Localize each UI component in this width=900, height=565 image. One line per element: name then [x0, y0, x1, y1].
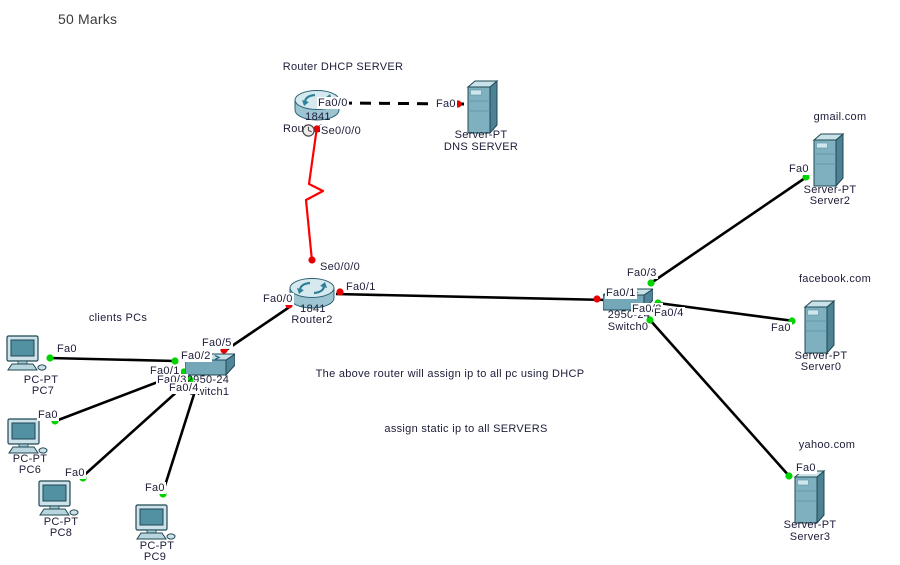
- pc7-name: PC7: [31, 385, 55, 397]
- pc7-port-fa0: Fa0: [56, 343, 78, 355]
- port-status-dot: [593, 295, 601, 303]
- switch0-port-fa0-1: Fa0/1: [605, 287, 637, 299]
- switch0-model: 2950-24: [607, 309, 651, 321]
- pc9-name: PC9: [143, 551, 167, 563]
- server3-port-fa0: Fa0: [795, 462, 817, 474]
- dns-server-port-fa0: Fa0: [435, 98, 457, 110]
- pc8-name: PC8: [49, 527, 73, 539]
- switch1-port-fa0-5: Fa0/5: [201, 337, 233, 349]
- switch1-model: 2950-24: [186, 374, 230, 386]
- server3-type: Server-PT: [783, 519, 837, 531]
- router2-port-fa0-1: Fa0/1: [345, 281, 377, 293]
- server3-name: Server3: [789, 531, 831, 543]
- pc6-port-fa0: Fa0: [37, 409, 59, 421]
- router2-port-fa0-0: Fa0/0: [262, 293, 294, 305]
- port-status-dot: [785, 472, 793, 480]
- cable-switch0-server2[interactable]: [650, 174, 809, 285]
- pc8-port-fa0: Fa0: [64, 467, 86, 479]
- dhcp-note: The above router will assign ip to all p…: [315, 368, 585, 380]
- switch0-port-fa0-3: Fa0/3: [626, 267, 658, 279]
- pc6-name: PC6: [18, 464, 42, 476]
- cable-switch1-pc8[interactable]: [80, 379, 191, 479]
- router2-name: Router2: [291, 314, 333, 326]
- pc8-type: PC-PT: [43, 516, 79, 528]
- port-status-dot: [171, 357, 179, 365]
- pc6-type: PC-PT: [12, 453, 48, 465]
- port-status-dot: [186, 376, 194, 384]
- router1-model: 1841: [305, 111, 331, 123]
- router2-port-se0-0-0: Se0/0/0: [319, 261, 362, 273]
- server0-name: Server0: [800, 361, 842, 373]
- port-status-dot: [336, 288, 344, 296]
- switch1-port-fa0-4: Fa0/4: [168, 382, 200, 394]
- cable-switch1-pc7[interactable]: [48, 356, 176, 363]
- port-status-dot: [802, 173, 810, 181]
- port-status-dot: [46, 354, 54, 362]
- clients-pcs-note: clients PCs: [88, 312, 148, 324]
- server2-caption: gmail.com: [813, 111, 867, 123]
- port-status-dot: [313, 125, 321, 133]
- switch1-port-fa0-2: Fa0/2: [180, 350, 212, 362]
- router1-caption: Router DHCP SERVER: [282, 61, 404, 73]
- cable-switch1-pc9[interactable]: [160, 387, 198, 496]
- port-status-dot: [647, 279, 655, 287]
- cable-router2-switch0[interactable]: [335, 292, 609, 302]
- router1-port-se0-0-0: Se0/0/0: [320, 125, 363, 137]
- server3-caption: yahoo.com: [798, 439, 856, 451]
- clock-icon: [302, 124, 315, 142]
- pc9-port-fa0: Fa0: [144, 482, 166, 494]
- server0-type: Server-PT: [794, 350, 848, 362]
- server2-port-fa0: Fa0: [788, 163, 810, 175]
- dns-server-type: Server-PT: [454, 129, 508, 141]
- port-status-dot: [308, 256, 316, 264]
- server0-port-fa0: Fa0: [770, 322, 792, 334]
- dns-server-name: DNS SERVER: [443, 141, 519, 153]
- marks-text: 50 Marks: [58, 11, 118, 27]
- router1-port-fa0-0: Fa0/0: [317, 97, 349, 109]
- cable-switch0-server0[interactable]: [657, 301, 795, 323]
- cable-serial-router1-router2[interactable]: [304, 126, 325, 262]
- server2-type: Server-PT: [803, 184, 857, 196]
- switch1-name: Switch1: [188, 386, 230, 398]
- pc9-type: PC-PT: [139, 540, 175, 552]
- pc7-type: PC-PT: [23, 374, 59, 386]
- switch0-port-fa0-4: Fa0/4: [653, 307, 685, 319]
- server2-name: Server2: [809, 195, 851, 207]
- static-ip-note: assign static ip to all SERVERS: [384, 423, 548, 435]
- server0-caption: facebook.com: [798, 273, 872, 285]
- cable-switch0-server3[interactable]: [649, 319, 791, 478]
- switch0-name: Switch0: [607, 321, 649, 333]
- cable-router2-switch1[interactable]: [225, 304, 292, 352]
- port-status-dot: [646, 316, 654, 324]
- router2-model: 1841: [300, 303, 326, 315]
